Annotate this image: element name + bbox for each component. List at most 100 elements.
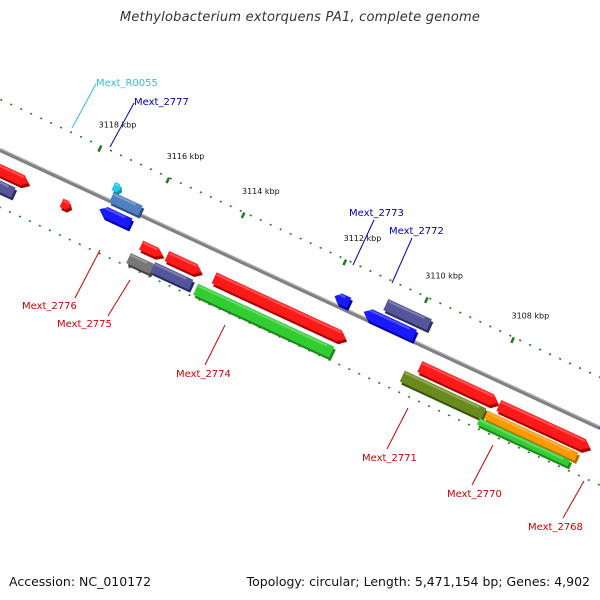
tick-mark	[347, 367, 351, 371]
tick-mark	[577, 474, 581, 477]
tick-mark	[558, 357, 562, 360]
feature-mext-2777-blue-steel-body[interactable]	[109, 192, 143, 216]
outer-tick-row	[0, 98, 600, 379]
feature-green-thin[interactable]	[476, 418, 573, 470]
kbp-label: 3118 kbp	[99, 120, 137, 129]
tick-mark	[309, 242, 312, 245]
feature-green-thin-highlight	[479, 419, 564, 460]
feature-mext-2777-body[interactable]	[99, 207, 133, 229]
tick-mark	[397, 391, 401, 394]
feature-mext-2774-red[interactable]	[211, 272, 348, 345]
feature-mext-2776[interactable]	[126, 253, 156, 277]
feature-left-purple-body[interactable]	[0, 161, 16, 198]
tick-mark	[537, 455, 541, 459]
tick-mark	[38, 224, 42, 227]
feature-left-red[interactable]	[0, 145, 31, 189]
tick-mark	[158, 280, 161, 283]
feature-mext-2772-body[interactable]	[363, 309, 417, 341]
leader-mext-2771	[386, 407, 409, 450]
tick-mark	[189, 186, 193, 189]
gene-label-mext-r0055[interactable]: Mext_R0055	[96, 78, 158, 89]
feature-mext-2775-top[interactable]	[164, 250, 203, 278]
feature-red-a-body[interactable]	[138, 240, 163, 257]
gene-label-mext-2771[interactable]: Mext_2771	[362, 453, 417, 464]
feature-mext-2770-red-body[interactable]	[496, 399, 590, 450]
kbp-major-tick	[510, 336, 515, 344]
gene-label-mext-2772[interactable]: Mext_2772	[389, 226, 444, 237]
kbp-major-tick	[97, 145, 103, 153]
feature-green-thin-body[interactable]	[476, 418, 571, 467]
tick-mark	[477, 428, 481, 431]
feature-small-red-body[interactable]	[59, 198, 71, 210]
feature-mext-2774[interactable]	[193, 283, 336, 361]
gene-labels: Mext_R0055 Mext_2777 Mext_2776 Mext_2775…	[22, 78, 583, 533]
feature-red-b[interactable]	[417, 361, 500, 409]
feature-mext-r0055[interactable]	[111, 181, 123, 196]
tick-mark	[538, 348, 542, 351]
tick-mark	[387, 386, 391, 389]
feature-mext-2770-body[interactable]	[483, 410, 579, 461]
tick-mark	[568, 362, 572, 365]
tick-mark	[178, 289, 181, 292]
tick-mark	[168, 284, 171, 288]
feature-mext-2775-top-body[interactable]	[164, 250, 202, 275]
gene-label-mext-2775[interactable]: Mext_2775	[57, 319, 112, 330]
feature-mext-2774-red-highlight	[216, 273, 342, 334]
tick-mark	[507, 441, 511, 445]
kbp-label: 3114 kbp	[242, 187, 280, 196]
tick-mark	[319, 246, 322, 249]
feature-left-red-body[interactable]	[0, 145, 29, 186]
feature-mext-2774-body[interactable]	[193, 283, 335, 358]
tick-mark	[69, 131, 73, 134]
gene-label-mext-2768[interactable]: Mext_2768	[528, 522, 583, 533]
feature-mext-r0055-body[interactable]	[111, 181, 121, 193]
feature-mext-2770[interactable]	[483, 410, 580, 464]
tick-mark	[28, 219, 32, 223]
feature-mext-2777[interactable]	[99, 205, 134, 232]
tick-mark	[88, 247, 91, 251]
tick-mark	[269, 223, 272, 226]
topology-text: Topology: circular; Length: 5,471,154 bp…	[246, 574, 590, 589]
tick-mark	[379, 274, 382, 277]
feature-mext-2771[interactable]	[399, 370, 488, 423]
gene-label-mext-2770[interactable]: Mext_2770	[447, 489, 502, 500]
tick-mark	[98, 252, 101, 255]
feature-mext-2773-highlight	[336, 292, 346, 299]
tick-mark	[518, 339, 522, 342]
feature-red-a[interactable]	[138, 240, 165, 260]
feature-left-purple[interactable]	[0, 159, 18, 201]
feature-small-red[interactable]	[59, 198, 73, 213]
gene-label-mext-2774[interactable]: Mext_2774	[176, 369, 231, 380]
tick-mark	[59, 126, 63, 129]
feature-mext-2772[interactable]	[363, 307, 419, 344]
tick-mark	[119, 154, 123, 157]
feature-mext-2771-body[interactable]	[399, 370, 487, 420]
feature-mext-2777-blue-steel[interactable]	[109, 192, 145, 219]
feature-mext-2772-purple[interactable]	[383, 299, 434, 334]
kbp-label: 3112 kbp	[344, 234, 382, 243]
gene-features[interactable]	[0, 145, 600, 474]
tick-mark	[429, 297, 432, 300]
feature-mext-2774-red-body[interactable]	[211, 272, 346, 342]
feature-mext-2776-body[interactable]	[126, 253, 155, 274]
feature-mext-2775-body[interactable]	[150, 262, 194, 290]
tick-mark	[78, 243, 82, 246]
tick-mark	[259, 218, 262, 222]
feature-mext-2775[interactable]	[150, 262, 195, 293]
feature-red-b-body[interactable]	[417, 361, 498, 406]
tick-mark	[29, 112, 33, 115]
gene-label-mext-2773[interactable]: Mext_2773	[349, 208, 404, 219]
feature-mext-2773[interactable]	[334, 292, 353, 311]
tick-mark	[587, 478, 591, 482]
tick-mark	[497, 437, 501, 440]
tick-mark	[199, 191, 203, 194]
tick-mark	[498, 329, 502, 333]
feature-mext-2770-red[interactable]	[496, 399, 592, 453]
leader-mext-2768	[562, 480, 585, 519]
gene-label-mext-2777[interactable]: Mext_2777	[134, 97, 189, 108]
leader-mext-2772	[391, 237, 413, 284]
gene-label-mext-2776[interactable]: Mext_2776	[22, 301, 77, 312]
feature-mext-2773-body[interactable]	[334, 293, 352, 308]
feature-mext-2772-purple-body[interactable]	[383, 299, 432, 331]
